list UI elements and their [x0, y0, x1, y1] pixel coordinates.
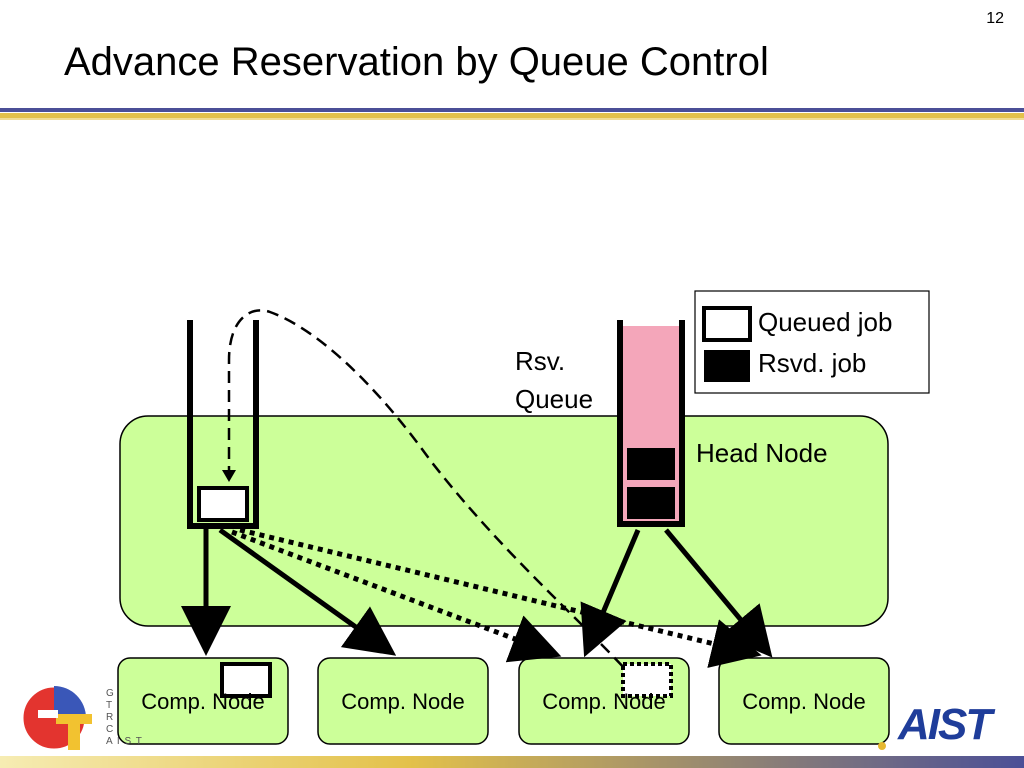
gt-logo-text: G T R C A I S T: [106, 688, 143, 748]
gt-logo: [20, 684, 92, 752]
legend-queued-job-label: Queued job: [758, 307, 893, 337]
arrow-rsv-to-node3: [580, 529, 641, 658]
reserved-job-box-2: [627, 487, 675, 519]
gt-logo-text-line: R: [106, 712, 115, 723]
reserved-slot-on-node3: [621, 662, 673, 698]
legend-rsvd-job-label: Rsvd. job: [758, 348, 867, 378]
arrow-rsv-to-node4: [664, 528, 773, 658]
comp-node-label-4: Comp. Node: [742, 689, 866, 714]
queued-job-box: [197, 486, 249, 522]
title-rule-gold: [0, 113, 1024, 118]
gt-logo-text-line: A I S T: [106, 736, 143, 747]
gt-logo-text-line: G: [106, 688, 115, 699]
dotted-arrow-to-node4: [239, 527, 762, 668]
rsv-queue-label-line1: Rsv.: [515, 346, 566, 376]
comp-node-label-1: Comp. Node: [141, 689, 265, 714]
dotted-arrow-to-node3: [231, 529, 562, 663]
gt-logo-text-line: C: [106, 724, 115, 735]
slide-title: Advance Reservation by Queue Control: [64, 40, 769, 84]
comp-node-box-4: [718, 657, 890, 745]
title-rule-gold-light: [0, 118, 1024, 120]
comp-node-label-2: Comp. Node: [341, 689, 465, 714]
legend: [694, 290, 930, 394]
comp-node-box-2: [317, 657, 489, 745]
legend-queued-job-swatch: [702, 306, 752, 342]
queued-job-on-node1: [220, 662, 272, 698]
reservation-queue: [617, 320, 685, 527]
bottom-bar: [0, 756, 1024, 768]
reserved-job-box-1: [627, 448, 675, 480]
gt-logo-text-line: T: [106, 700, 114, 711]
aist-logo: [878, 742, 886, 750]
head-node-box: [119, 415, 889, 627]
reservation-path-dashed: [227, 309, 629, 673]
title-rule-blue: [0, 108, 1024, 112]
rsv-queue-label-line2: Queue: [515, 384, 594, 414]
head-node-label: Head Node: [696, 438, 828, 468]
arrow-queue-to-node2: [218, 527, 397, 656]
aist-logo-text: AIST: [898, 700, 992, 749]
page-number: 12: [986, 10, 1004, 27]
normal-queue: [187, 320, 259, 529]
comp-node-label-3: Comp. Node: [542, 689, 666, 714]
legend-rsvd-job-swatch: [704, 350, 750, 382]
